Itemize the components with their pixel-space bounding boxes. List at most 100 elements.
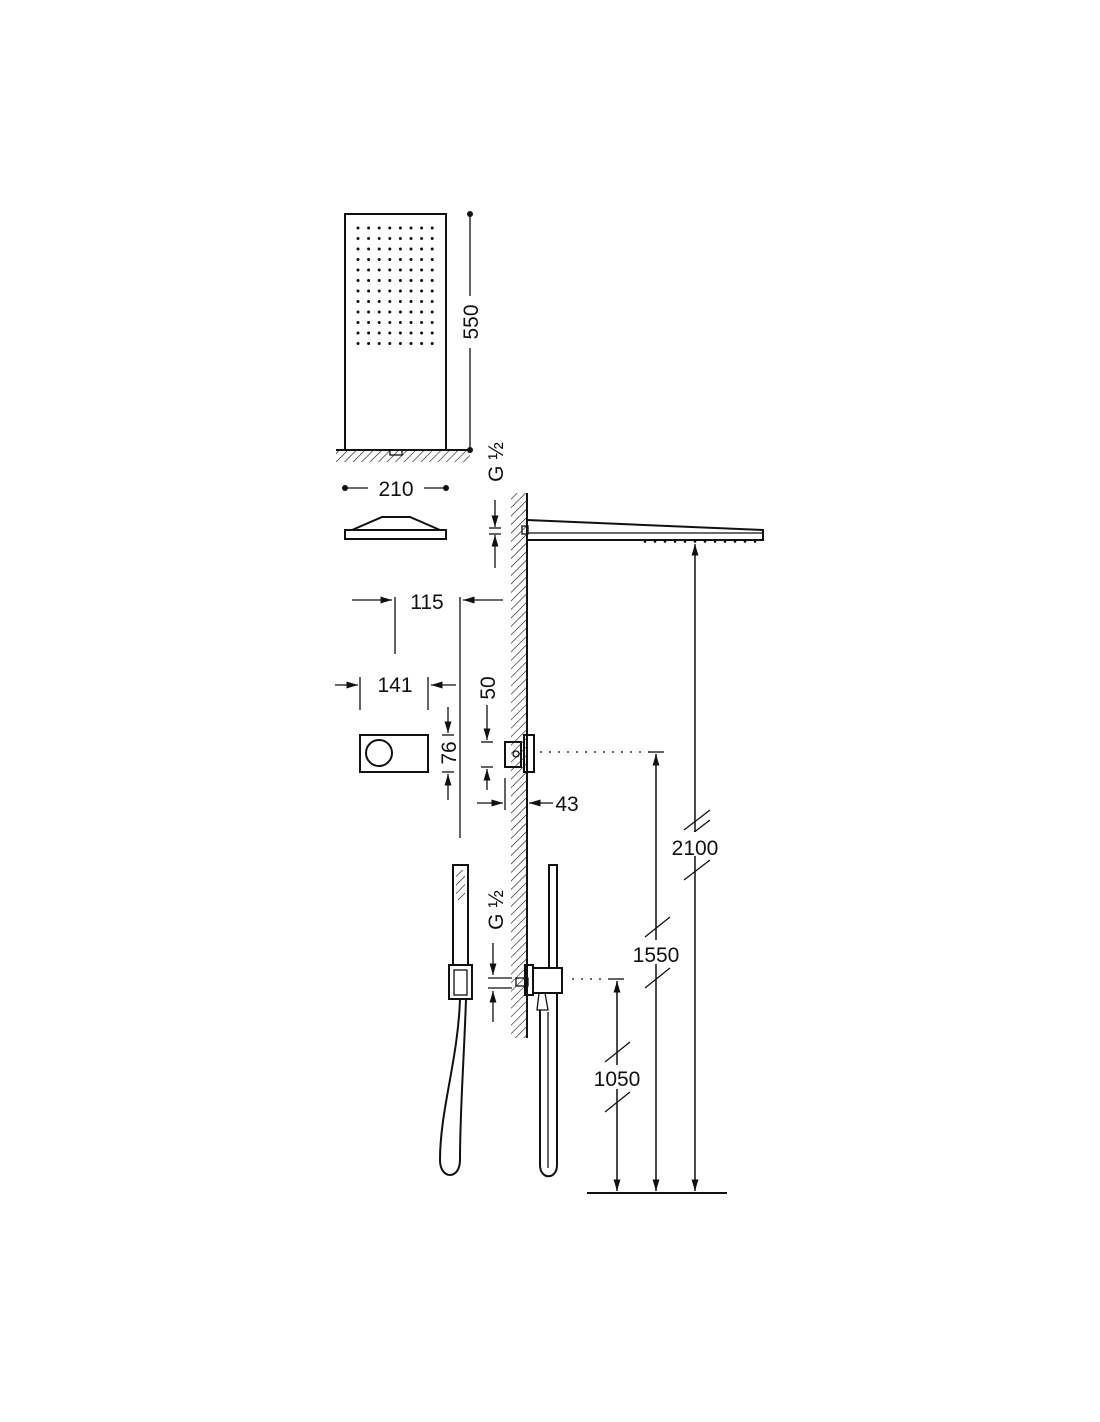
- label-1050: 1050: [594, 1068, 641, 1091]
- nozzle-dot: [420, 331, 424, 335]
- nozzle-dot: [713, 540, 717, 543]
- dimension-43: 43: [477, 778, 579, 816]
- nozzle-dot: [367, 258, 371, 261]
- nozzle-dot: [377, 300, 381, 303]
- nozzle-dot: [388, 300, 392, 303]
- label-76: 76: [438, 741, 461, 764]
- nozzle-dot: [377, 237, 381, 240]
- nozzle-dot: [388, 247, 392, 251]
- nozzle-dot: [693, 540, 697, 543]
- nozzle-dot: [723, 540, 727, 543]
- nozzle-dot: [420, 279, 424, 282]
- nozzle-grid: [356, 226, 434, 345]
- label-50: 50: [477, 676, 500, 699]
- nozzle-dot: [356, 226, 360, 230]
- label-1550: 1550: [633, 944, 680, 967]
- nozzle-dot: [398, 342, 402, 345]
- nozzle-dot: [430, 310, 434, 314]
- dimension-550: 550: [460, 211, 483, 453]
- nozzle-dot: [398, 331, 402, 335]
- nozzle-dot: [753, 540, 757, 543]
- nozzle-dot: [367, 226, 371, 230]
- nozzle-dot: [430, 300, 434, 303]
- nozzle-dot: [356, 268, 360, 272]
- nozzle-dot: [430, 279, 434, 282]
- nozzle-dot: [409, 331, 413, 335]
- nozzle-dot: [430, 247, 434, 251]
- nozzle-dot: [409, 300, 413, 303]
- nozzle-dot: [388, 331, 392, 335]
- dimension-115: 115: [352, 591, 503, 838]
- nozzle-dot: [356, 342, 360, 345]
- nozzle-dot: [377, 289, 381, 293]
- label-550: 550: [460, 304, 483, 339]
- nozzle-dot: [356, 279, 360, 282]
- nozzle-dot: [420, 321, 424, 324]
- nozzle-dot: [430, 342, 434, 345]
- nozzle-dot: [430, 289, 434, 293]
- nozzle-dot: [409, 310, 413, 314]
- mixer-side-view: [504, 734, 535, 773]
- nozzle-dot: [356, 237, 360, 240]
- connection-top: G ½: [485, 442, 508, 568]
- height-dimensions: 2100 1550 1050: [540, 544, 727, 1194]
- nozzle-dot: [367, 237, 371, 240]
- nozzle-dot: [673, 540, 677, 543]
- nozzle-dot: [377, 226, 381, 230]
- nozzle-dot: [356, 289, 360, 293]
- dimension-141: 141: [335, 674, 456, 710]
- nozzle-dot: [409, 226, 413, 230]
- nozzle-dot: [420, 247, 424, 251]
- nozzle-dot: [420, 237, 424, 240]
- nozzle-dot: [367, 247, 371, 251]
- wall: [511, 493, 528, 1038]
- label-g-half-bottom: G ½: [485, 890, 508, 930]
- nozzle-dot: [409, 237, 413, 240]
- label-2100: 2100: [672, 837, 719, 860]
- nozzle-dot: [377, 321, 381, 324]
- nozzle-dot: [367, 331, 371, 335]
- nozzle-dot: [388, 268, 392, 272]
- dimension-210: 210: [342, 478, 449, 501]
- nozzle-dot: [377, 247, 381, 251]
- nozzle-dot: [430, 226, 434, 230]
- nozzle-dot: [398, 321, 402, 324]
- nozzle-dot: [420, 300, 424, 303]
- nozzle-dot: [683, 540, 687, 543]
- nozzle-dot: [388, 321, 392, 324]
- nozzle-dot: [367, 342, 371, 345]
- label-141: 141: [377, 674, 412, 697]
- nozzle-dot: [420, 310, 424, 314]
- nozzle-dot: [398, 289, 402, 293]
- nozzle-dot: [409, 279, 413, 282]
- nozzle-dot: [409, 342, 413, 345]
- nozzle-dot: [388, 310, 392, 314]
- nozzle-dot: [420, 268, 424, 272]
- nozzle-dot: [430, 258, 434, 261]
- nozzle-dot: [356, 310, 360, 314]
- nozzle-dot: [733, 540, 737, 543]
- label-g-half-top: G ½: [485, 442, 508, 482]
- nozzle-dot: [367, 300, 371, 303]
- nozzle-dot: [409, 321, 413, 324]
- nozzle-dot: [420, 289, 424, 293]
- nozzle-dot: [367, 268, 371, 272]
- nozzle-dot: [367, 289, 371, 293]
- nozzle-dot: [398, 300, 402, 303]
- nozzle-dot: [409, 268, 413, 272]
- nozzle-dot: [356, 247, 360, 251]
- nozzle-dot: [398, 310, 402, 314]
- nozzle-dot: [367, 321, 371, 324]
- nozzle-dot: [388, 342, 392, 345]
- nozzle-dot: [388, 258, 392, 261]
- mixer-front-view: [359, 734, 429, 773]
- label-210: 210: [378, 478, 413, 501]
- nozzle-dot: [377, 331, 381, 335]
- nozzle-dot: [388, 279, 392, 282]
- nozzle-dot: [398, 268, 402, 272]
- nozzle-dot: [420, 342, 424, 345]
- nozzle-dot: [356, 300, 360, 303]
- nozzle-dot: [420, 226, 424, 230]
- connection-bottom: G ½: [485, 890, 512, 1022]
